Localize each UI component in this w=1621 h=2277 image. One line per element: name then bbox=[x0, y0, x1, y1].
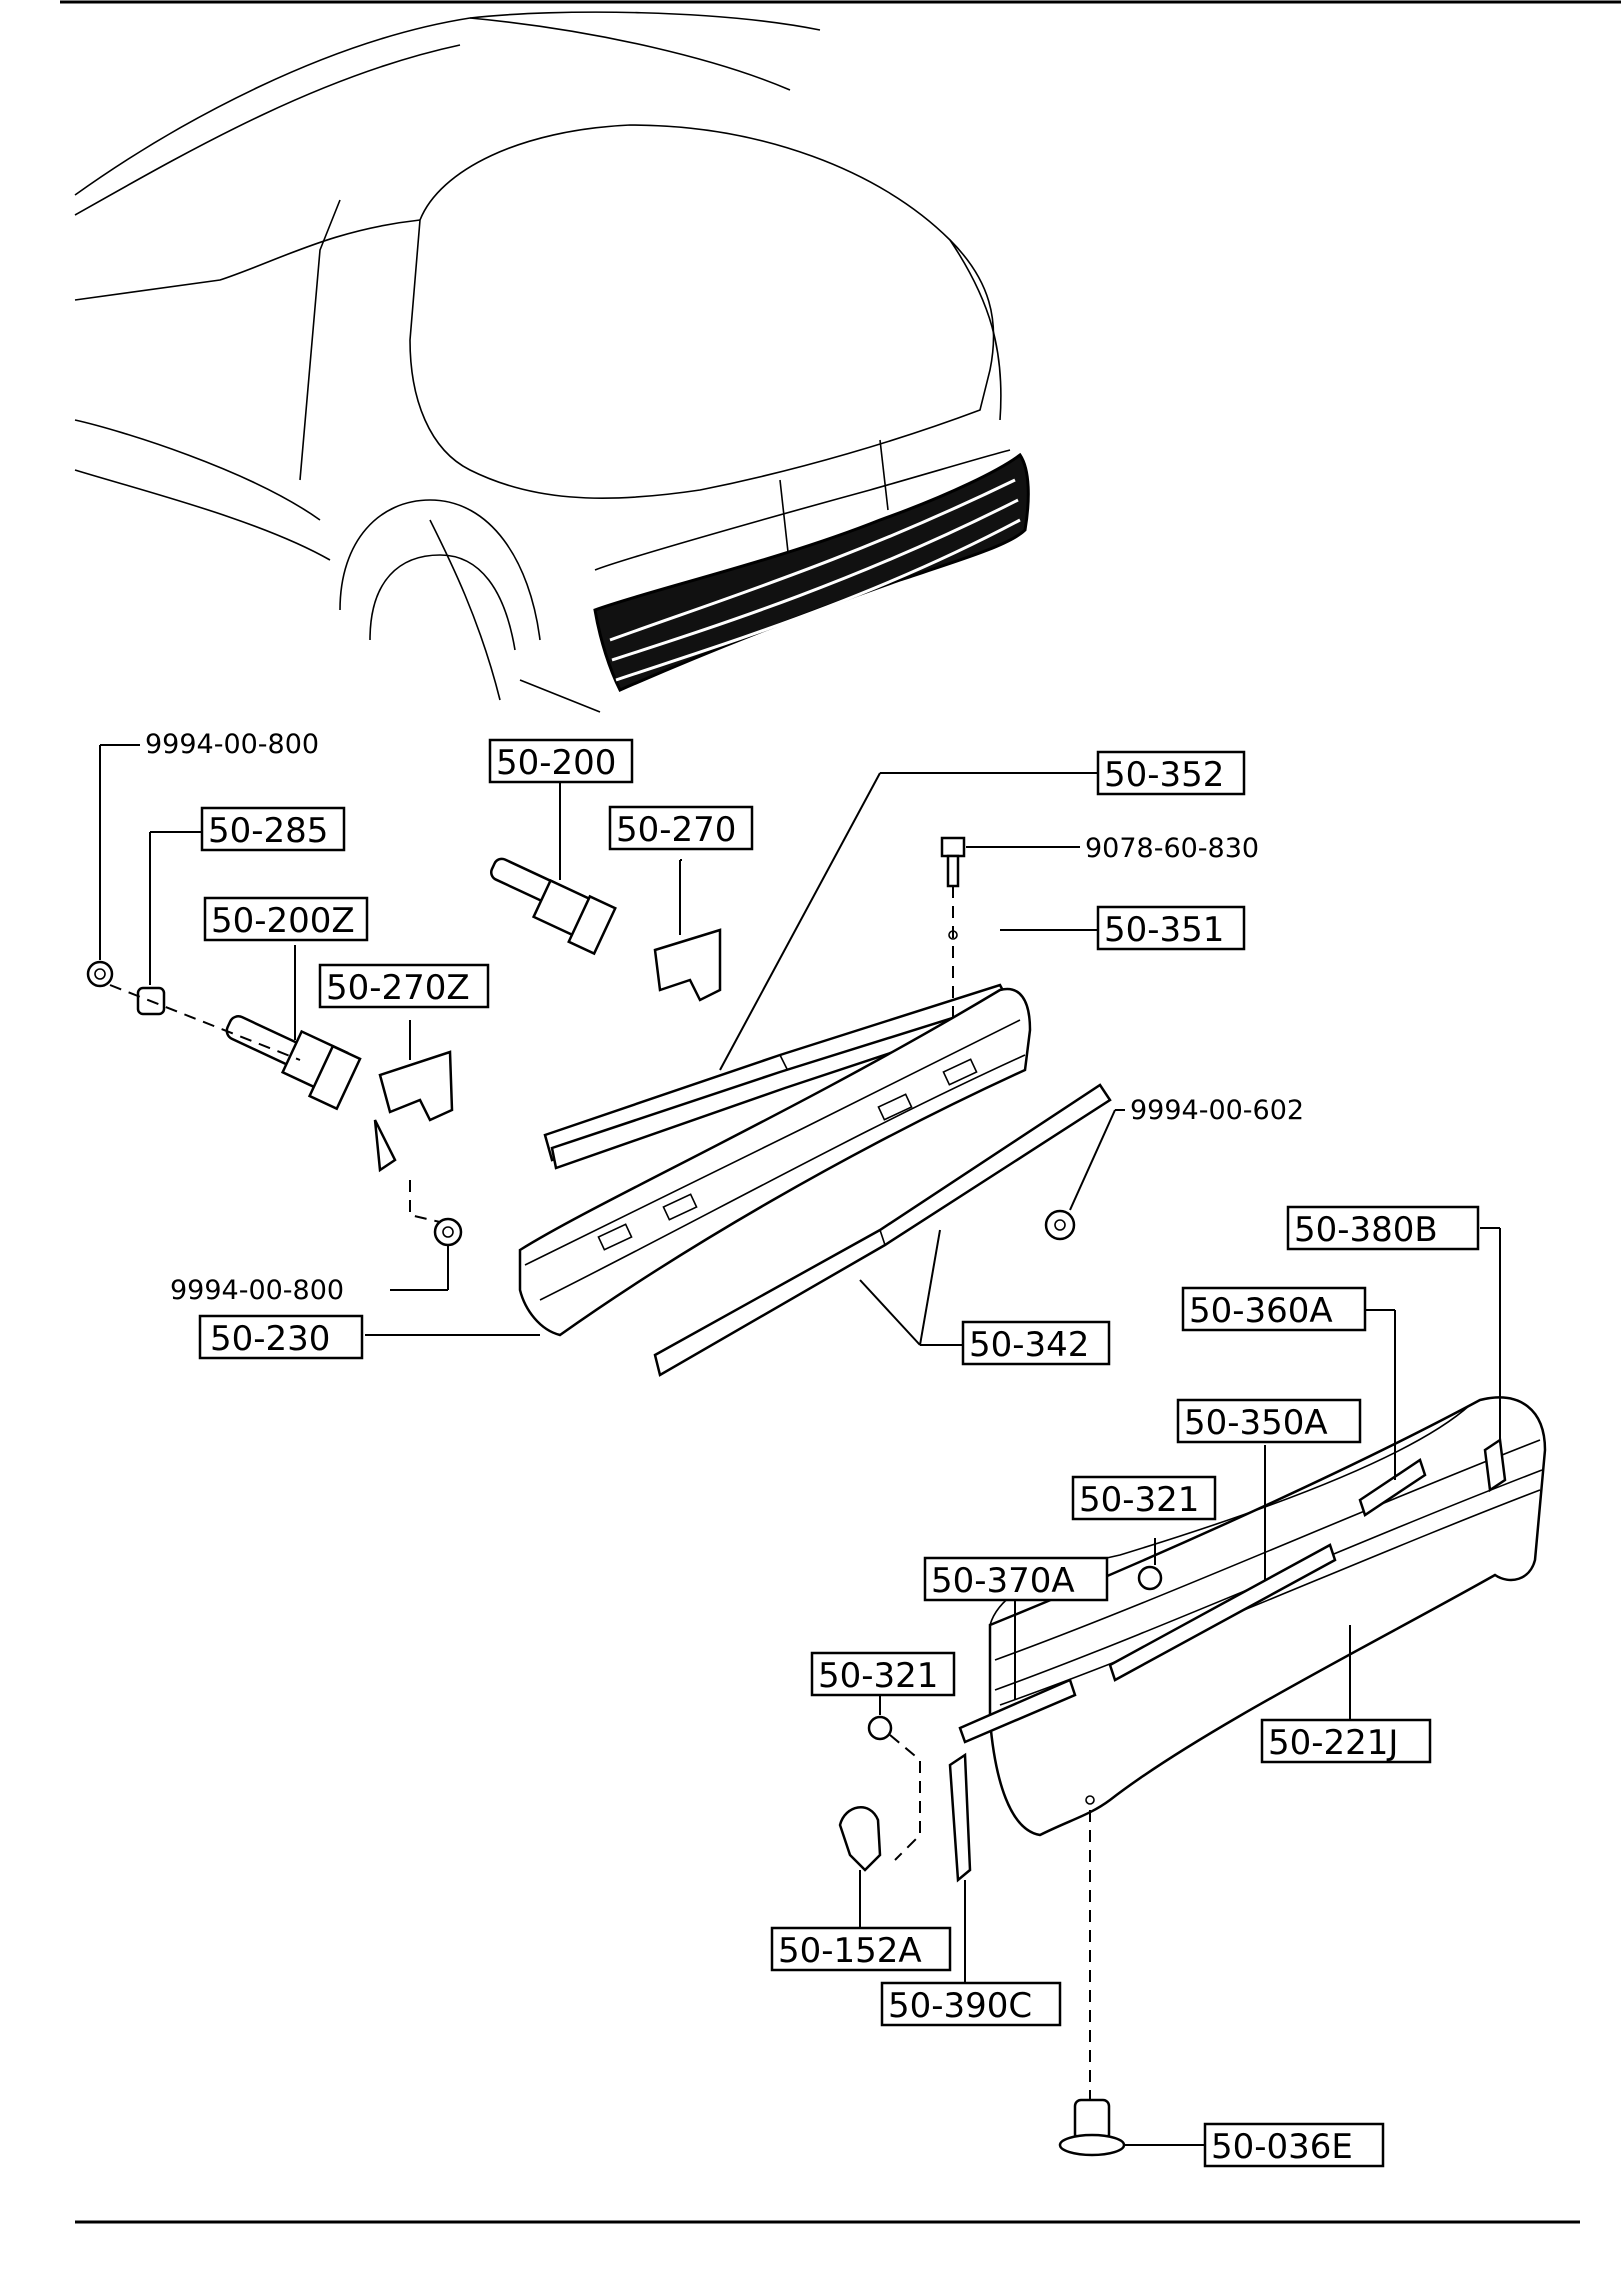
nut-left-top bbox=[86, 960, 114, 988]
label-50-390c: 50-390C bbox=[888, 1986, 1032, 2026]
label-50-380b: 50-380B bbox=[1294, 1210, 1438, 1250]
energy-absorber-right bbox=[490, 780, 617, 956]
fastener-50-036e bbox=[1058, 2098, 1205, 2157]
label-9078-60-830: 9078-60-830 bbox=[1085, 833, 1259, 864]
nut-left-bottom bbox=[433, 1217, 463, 1247]
car-rear-illustration bbox=[74, 11, 1030, 713]
label-50-352: 50-352 bbox=[1104, 755, 1224, 795]
retainer-50-350a bbox=[1108, 1543, 1337, 1682]
nut-50-321-lower bbox=[867, 1715, 893, 1741]
nut-50-321-upper bbox=[1137, 1565, 1163, 1591]
label-50-221j: 50-221J bbox=[1268, 1723, 1398, 1763]
label-50-200: 50-200 bbox=[496, 743, 616, 783]
clip-50-152a bbox=[838, 1806, 882, 1872]
label-50-321-lower: 50-321 bbox=[818, 1656, 938, 1696]
label-50-036e: 50-036E bbox=[1211, 2127, 1353, 2167]
label-50-360a: 50-360A bbox=[1189, 1291, 1333, 1331]
label-50-321-upper: 50-321 bbox=[1079, 1480, 1199, 1520]
label-50-270: 50-270 bbox=[616, 810, 736, 850]
label-9994-00-800-top: 9994-00-800 bbox=[145, 729, 319, 760]
label-50-270z: 50-270Z bbox=[326, 968, 470, 1008]
label-50-350a: 50-350A bbox=[1184, 1403, 1328, 1443]
label-9994-00-602: 9994-00-602 bbox=[1130, 1095, 1304, 1126]
label-50-230: 50-230 bbox=[210, 1319, 330, 1359]
label-50-152a: 50-152A bbox=[778, 1931, 922, 1971]
label-50-351: 50-351 bbox=[1104, 910, 1224, 950]
nut-9994-00-602 bbox=[1044, 1209, 1076, 1241]
rear-bumper-on-car bbox=[593, 452, 1030, 692]
label-50-200z: 50-200Z bbox=[211, 901, 355, 941]
bumper-50-230 bbox=[518, 987, 1032, 1337]
bracket-50-380b bbox=[1483, 1437, 1507, 1493]
bracket-50-390c bbox=[948, 1752, 972, 1883]
label-50-285: 50-285 bbox=[208, 811, 328, 851]
retainer-50-370a bbox=[958, 1678, 1077, 1744]
bumper-cover-50-221j bbox=[988, 1396, 1547, 1837]
bolt-9078 bbox=[940, 836, 1080, 888]
label-50-370a: 50-370A bbox=[931, 1561, 1075, 1601]
bracket-right bbox=[653, 859, 722, 1002]
retainer-50-360a bbox=[1358, 1458, 1427, 1517]
label-9994-00-800-bottom: 9994-00-800 bbox=[170, 1275, 344, 1306]
label-50-342: 50-342 bbox=[969, 1325, 1089, 1365]
bracket-left bbox=[373, 1020, 454, 1173]
